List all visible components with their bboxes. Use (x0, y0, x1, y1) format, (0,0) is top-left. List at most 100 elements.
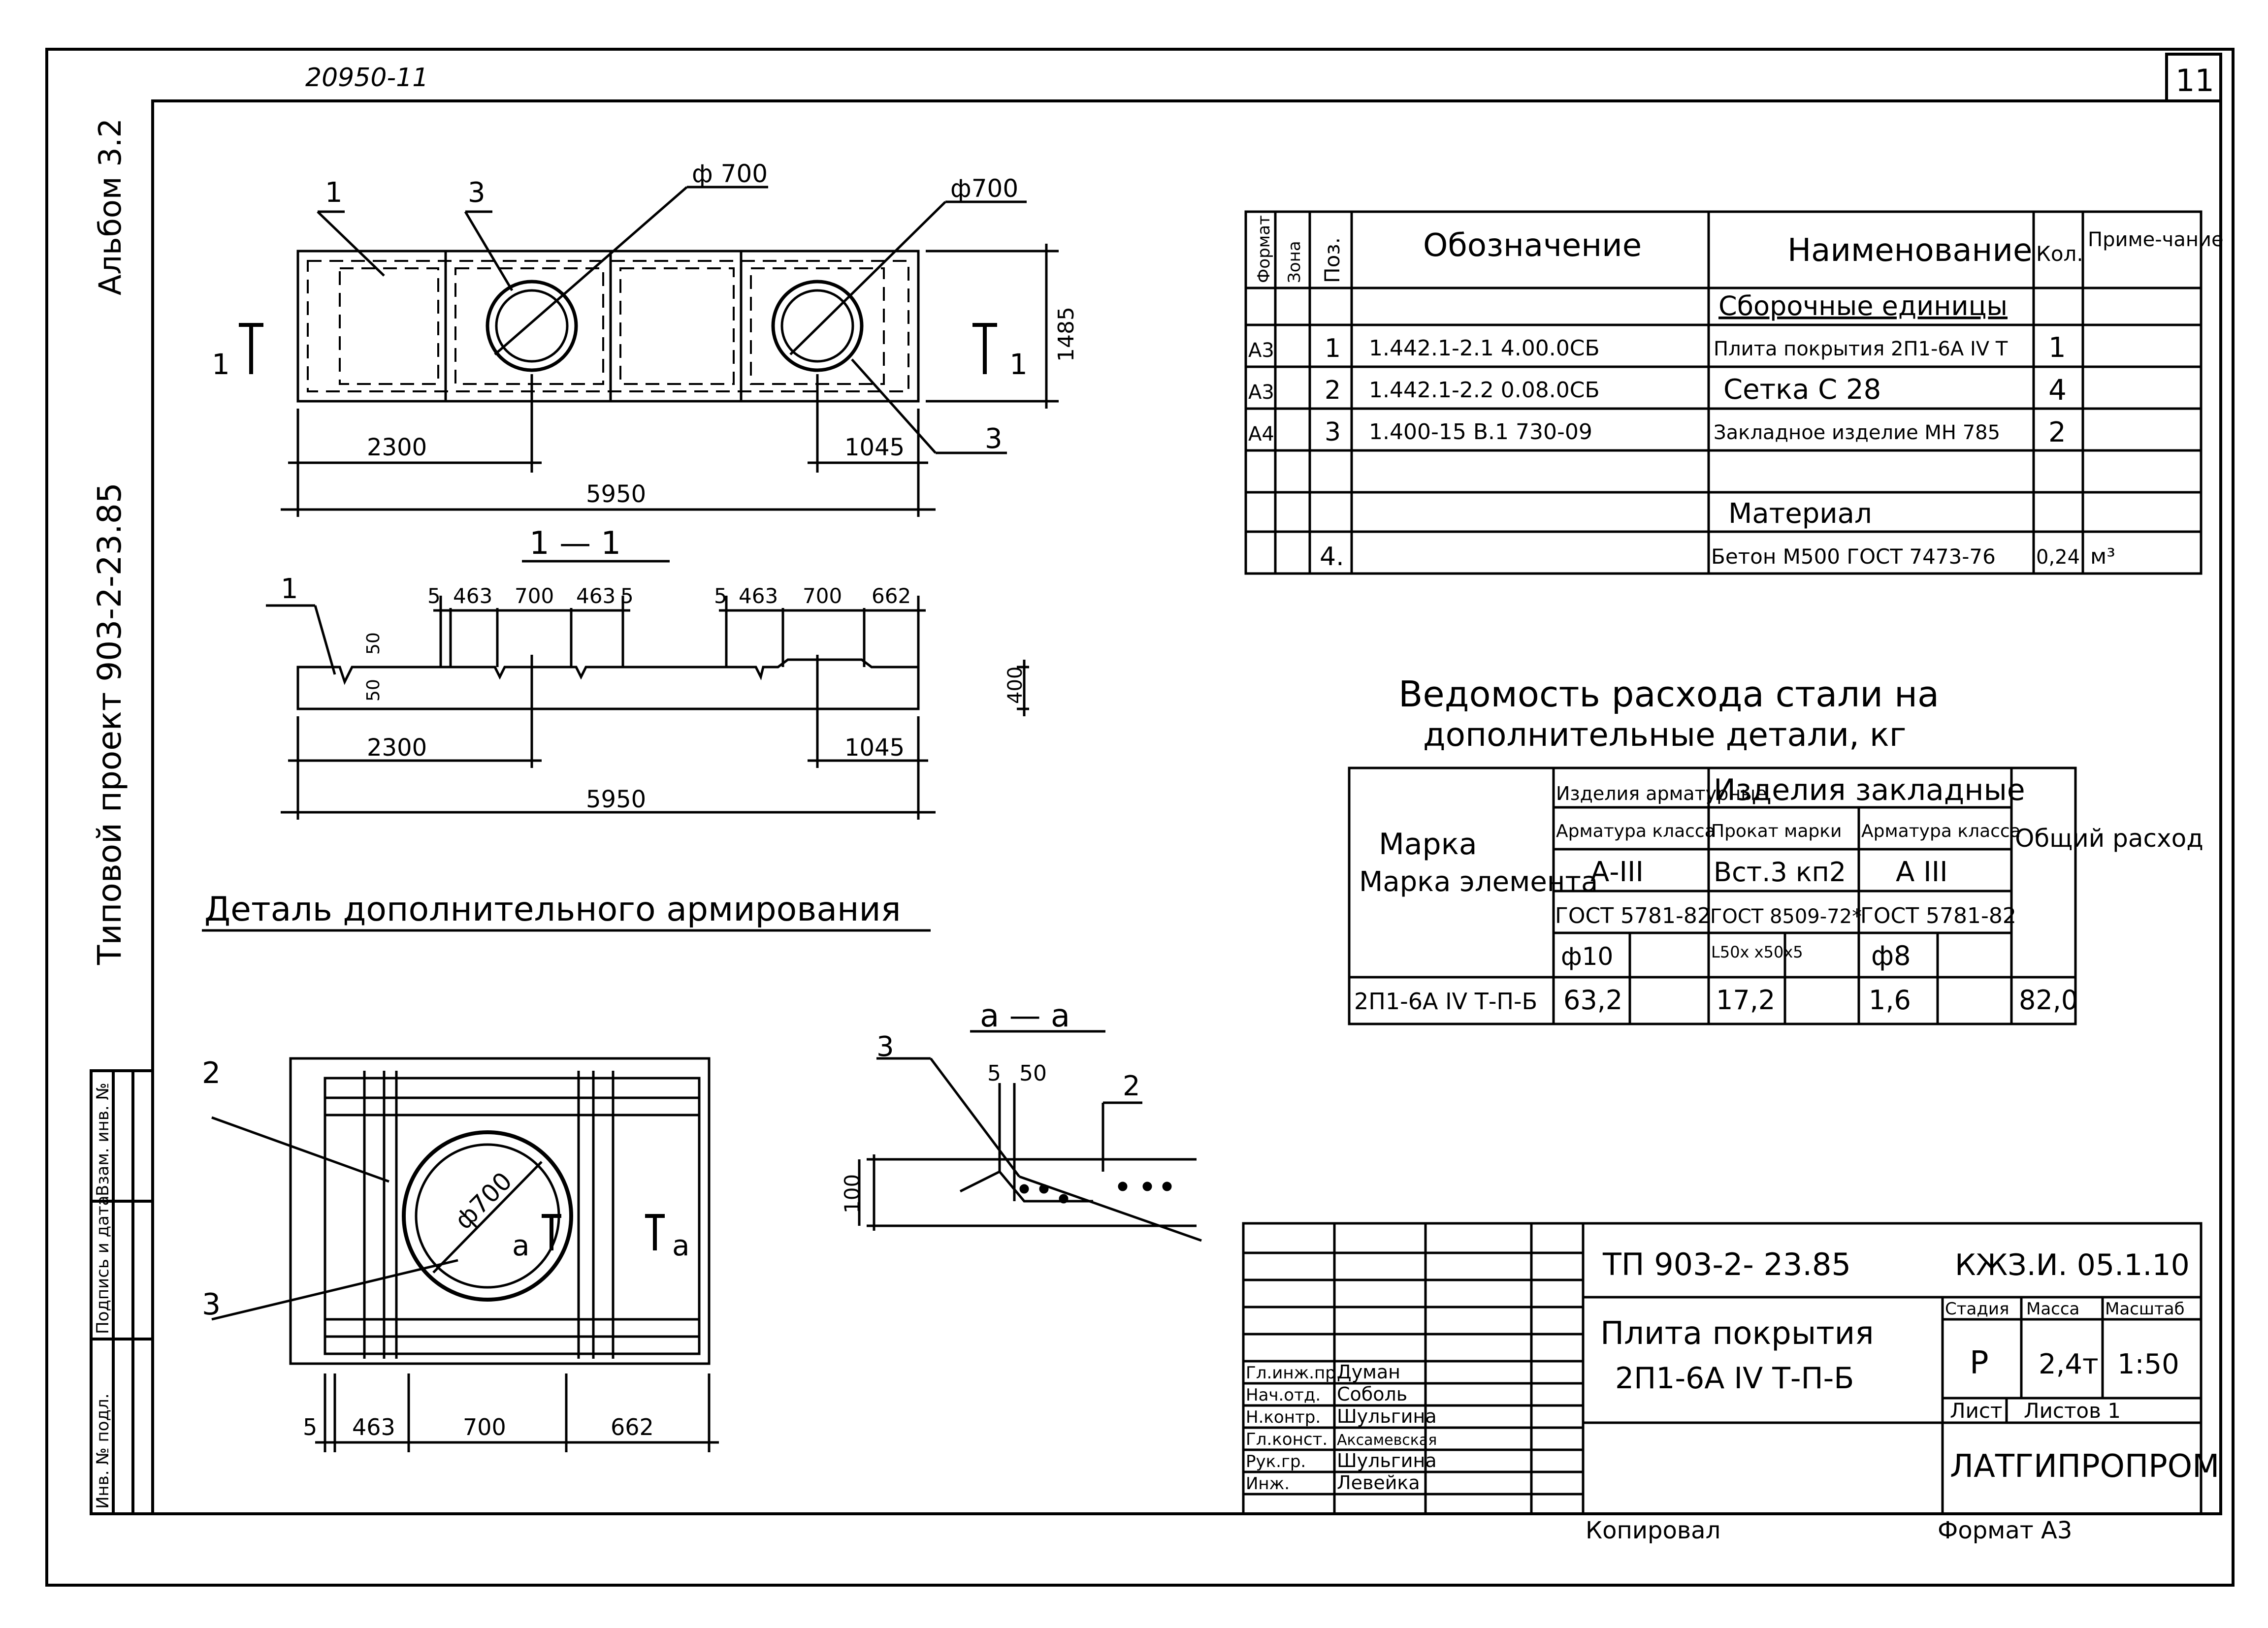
tb-project-code: ТП 903-2- 23.85 (1602, 1246, 1851, 1282)
plan-cut-left: 1 (212, 348, 230, 381)
section-a-dim-5: 5 (987, 1061, 1001, 1086)
section-dim-400: 400 (1004, 667, 1027, 704)
detail-label-2: 2 (202, 1056, 221, 1090)
steel-col-total: Общий расход (2015, 824, 2203, 853)
spec-table (1244, 210, 2203, 575)
spec-h-qty: Кол. (2036, 242, 2083, 266)
section-a-dim-50: 50 (1019, 1061, 1047, 1086)
tb-mass: 2,4т (2039, 1348, 2099, 1380)
spec-r3-fmt: А4 (1248, 423, 1274, 446)
tb-role-1: Гл.инж.пр. (1246, 1363, 1341, 1383)
tb-doc-code: КЖЗ.И. 05.1.10 (1955, 1248, 2190, 1282)
steel-val-total: 82,0 (2019, 985, 2078, 1016)
plan-label-1: 1 (325, 177, 343, 209)
tb-scale: 1:50 (2117, 1348, 2179, 1380)
project-label: Типовой проект 903-2-23.85 (91, 482, 129, 965)
steel-cls-3: А III (1896, 856, 1948, 888)
section-label-1: 1 (281, 573, 298, 605)
section-a-view (858, 1057, 1202, 1242)
steel-col-mark-1: Марка (1379, 827, 1477, 862)
spec-r6-qty: 0,24 (2036, 546, 2080, 569)
steel-gost-2: ГОСТ 8509-72* (1710, 905, 1862, 928)
spec-r6-note: м³ (2090, 544, 2115, 569)
tb-name-1: Плита покрытия (1600, 1315, 1874, 1352)
section-title: 1 — 1 (529, 525, 621, 562)
detail-opening (402, 1130, 573, 1302)
spec-r0-name: Сборочные единицы (1718, 290, 2008, 321)
detail-dim-662: 662 (611, 1414, 654, 1440)
section-dim-5-3: 5 (714, 584, 727, 608)
steel-grp-embed: Изделия закладные (1714, 773, 2025, 807)
top-code: 20950-11 (305, 63, 428, 93)
tb-sheet: Лист (1950, 1399, 2002, 1423)
spec-r1-name: Плита покрытия 2П1-6А IV Т (1714, 338, 2008, 360)
stamp-label-1: Инв. № подл. (93, 1393, 113, 1509)
tb-stage: Р (1970, 1345, 1989, 1381)
steel-table (1348, 766, 2077, 1025)
tb-role-2: Нач.отд. (1246, 1385, 1321, 1405)
tb-name-p1: Думан (1337, 1361, 1400, 1383)
spec-r3-code: 1.400-15 В.1 730-09 (1369, 419, 1592, 445)
detail-dim-700: 700 (463, 1414, 506, 1440)
section-dim-463-3: 463 (739, 584, 778, 608)
section-dim-1045: 1045 (844, 734, 905, 762)
section-a-label-3: 3 (876, 1031, 894, 1063)
section-a-label-2: 2 (1123, 1070, 1140, 1102)
section-dim-50a: 50 (363, 632, 384, 655)
plan-dim-height: 1485 (1054, 307, 1079, 362)
tb-stage-h: Стадия (1945, 1299, 2009, 1319)
margin-stamp (90, 1069, 154, 1515)
section-dim-700-2: 700 (803, 584, 842, 608)
spec-r2-qty: 4 (2048, 373, 2067, 407)
plan-dim-1045: 1045 (844, 434, 905, 461)
tb-mass-h: Масса (2026, 1299, 2079, 1319)
plan-dia-2: ф700 (950, 174, 1018, 203)
spec-r1-qty: 1 (2048, 332, 2066, 364)
spec-r2-name: Сетка С 28 (1723, 374, 1881, 406)
spec-h-code: Обозначение (1423, 227, 1642, 264)
section-dim-2300: 2300 (367, 734, 427, 762)
steel-cls-2: Вст.3 кп2 (1714, 857, 1846, 888)
steel-title-1: Ведомость расхода стали на (1398, 673, 1939, 715)
album-label: Альбом 3.2 (92, 118, 128, 295)
tb-role-4: Гл.конст. (1246, 1430, 1328, 1449)
footer-format: Формат А3 (1938, 1517, 2072, 1544)
plan-label-3b: 3 (985, 423, 1003, 455)
plan-cut-right: 1 (1009, 348, 1028, 381)
steel-row-mark: 2П1-6А IV Т-П-Б (1354, 988, 1537, 1015)
spec-r6-pos: 4. (1320, 542, 1344, 572)
spec-r3-pos: 3 (1325, 417, 1341, 447)
tb-scale-h: Масштаб (2105, 1299, 2185, 1319)
spec-r3-name: Закладное изделие МН 785 (1714, 421, 2000, 444)
steel-val-3: 1,6 (1869, 985, 1911, 1016)
steel-size-3: ф8 (1871, 940, 1911, 971)
tb-name-p3: Шульгина (1337, 1405, 1437, 1427)
outer-frame (45, 48, 2235, 1587)
sheet-number: 11 (2175, 63, 2214, 98)
title-block (1242, 1222, 2203, 1515)
stamp-label-2: Подпись и дата (93, 1195, 113, 1334)
steel-size-1: ф10 (1561, 942, 1613, 971)
detail-view (211, 1057, 719, 1452)
section-dim-5-1: 5 (427, 584, 441, 608)
opening-1 (486, 280, 578, 372)
spec-h-pos: Поз. (1320, 237, 1344, 283)
plan-dim-2300: 2300 (367, 434, 427, 461)
section-dim-463-2: 463 (576, 584, 616, 608)
section-dim-662: 662 (872, 584, 911, 608)
steel-cls-1: А-III (1590, 856, 1644, 888)
spec-r5-name: Материал (1728, 498, 1872, 530)
steel-gost-3: ГОСТ 5781-82 (1860, 903, 2016, 928)
tb-name-p4: Аксамевская (1337, 1432, 1437, 1449)
steel-col-mark: Марка элемента (1359, 866, 1598, 898)
steel-sub-rebar: Арматура класса (1556, 821, 1716, 841)
section-view (266, 596, 1029, 820)
tb-name-p5: Шульгина (1337, 1450, 1437, 1471)
tb-name-p6: Левейка (1337, 1472, 1420, 1494)
steel-sub-rebar2: Арматура класса (1861, 821, 2021, 841)
section-dim-700-1: 700 (515, 584, 554, 608)
opening-2 (771, 280, 864, 372)
plan-label-3a: 3 (468, 177, 486, 209)
detail-label-3: 3 (202, 1287, 221, 1322)
steel-title-2: дополнительные детали, кг (1423, 716, 1906, 754)
